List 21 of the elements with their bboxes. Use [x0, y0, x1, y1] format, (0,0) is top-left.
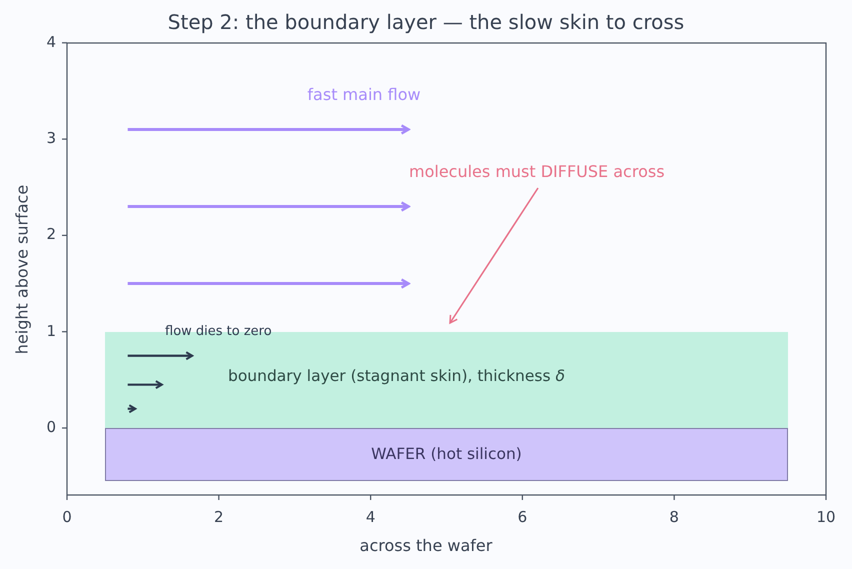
flow-label: fast main flow — [306, 85, 422, 104]
tick-label: 4 — [364, 508, 376, 526]
wafer-block — [104, 428, 788, 481]
band-label: WAFER (hot silicon) — [371, 445, 522, 464]
axis-title: across the wafer — [358, 536, 494, 555]
flow-note: flow dies to zero — [165, 324, 272, 339]
axis-title: height above surface — [12, 184, 32, 356]
tick-label: 8 — [668, 508, 680, 526]
annotation-text: molecules must DIFFUSE across — [409, 162, 665, 184]
tick-label: 3 — [45, 129, 56, 148]
tick-label: 6 — [516, 508, 528, 526]
tick-label: 4 — [45, 32, 56, 51]
band-label: boundary layer (stagnant skin), thickness δ — [228, 366, 565, 385]
leader-arrow — [449, 188, 539, 324]
tick-label: 10 — [815, 508, 837, 526]
tick-label: 1 — [45, 322, 56, 340]
tick-label: 2 — [45, 225, 56, 244]
tick-label: 0 — [45, 418, 56, 436]
chart-title: Step 2: the boundary layer — the slow skin to cross — [166, 10, 686, 34]
tick-label: 0 — [61, 508, 73, 526]
tick-label: 2 — [213, 508, 225, 526]
